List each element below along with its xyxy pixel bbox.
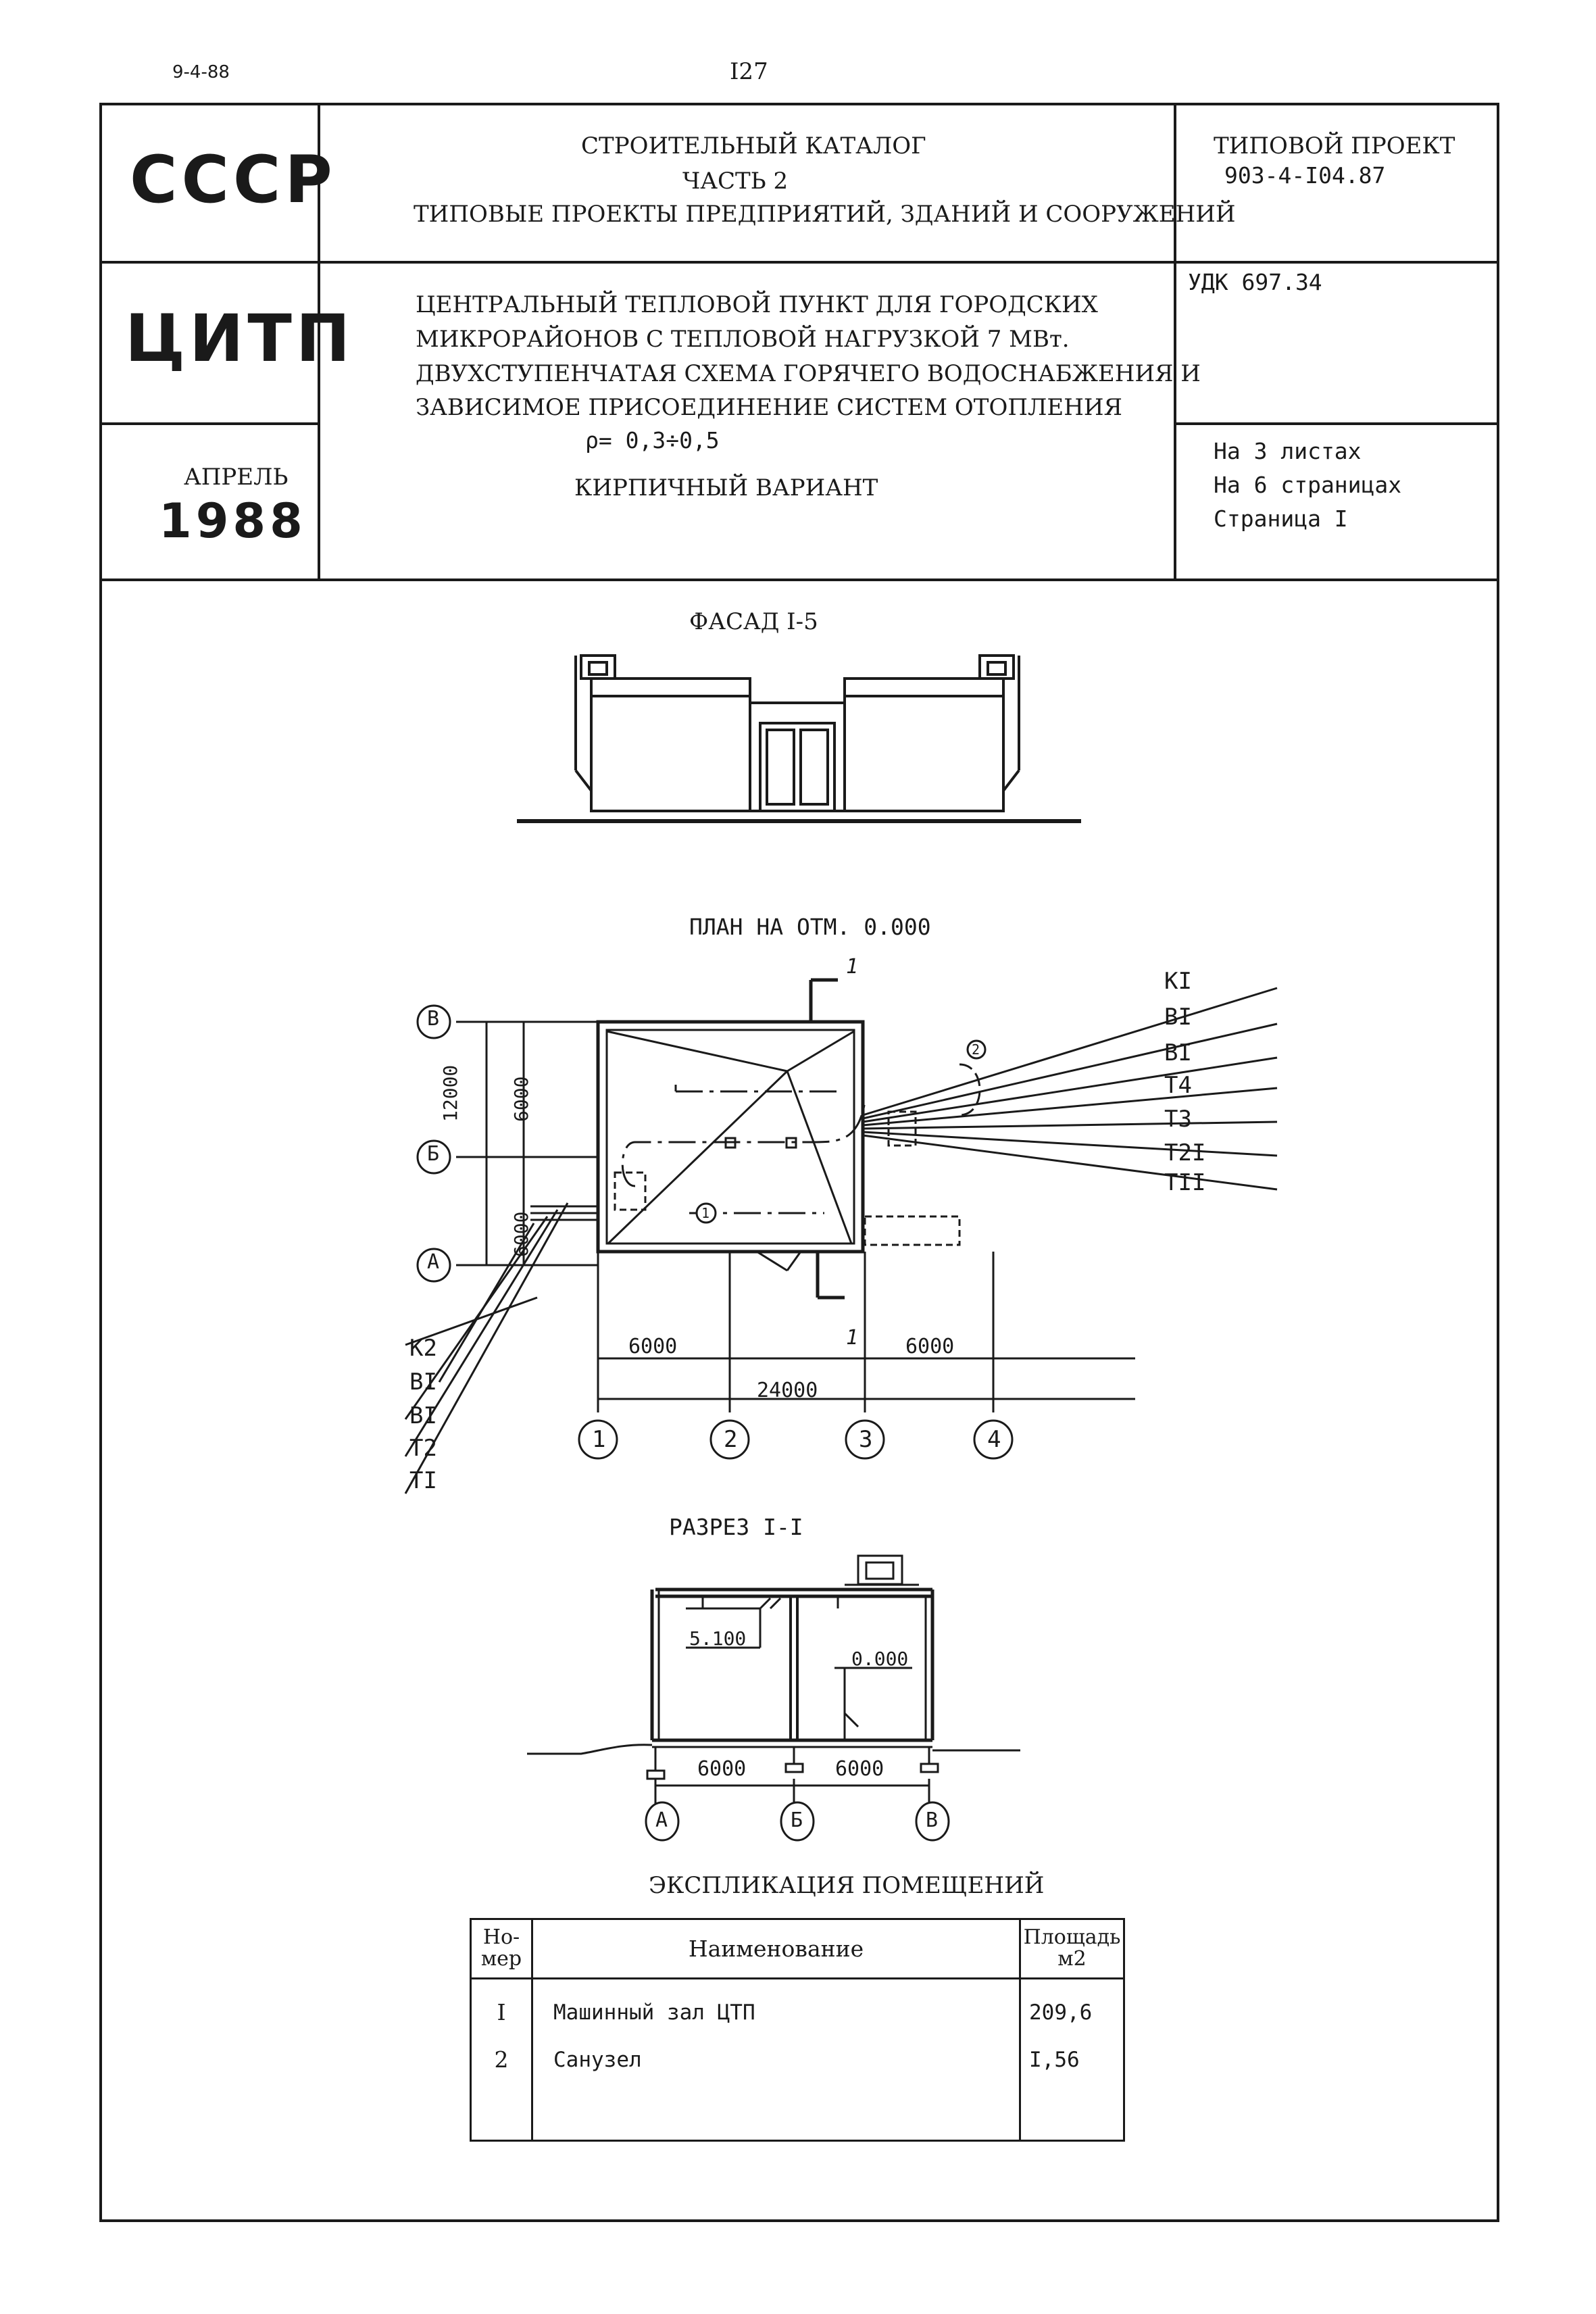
room-label-2: 2	[972, 1041, 980, 1058]
org-label: ЦИТП	[125, 301, 355, 376]
axis-row-v: В	[427, 1007, 440, 1031]
col-name-header: Наименование	[531, 1918, 1021, 1979]
axis-col-1: 1	[592, 1426, 606, 1453]
level-zero: 0.000	[851, 1648, 909, 1670]
axis-col-3: 3	[859, 1426, 873, 1453]
pages-label: На 6 страницах	[1214, 472, 1402, 498]
row-1-area: 209,6	[1029, 2000, 1093, 2025]
catalog-line-3: ТИПОВЫЕ ПРОЕКТЫ ПРЕДПРИЯТИЙ, ЗДАНИЙ И СО…	[414, 201, 1236, 228]
section-title: РАЗРЕЗ I-I	[669, 1514, 803, 1540]
dim-total-height: 12000	[439, 1064, 462, 1122]
table-header-row: Но- мер Наименование Площадь м2	[470, 1918, 1125, 1979]
pipe-right-t11: TII	[1164, 1169, 1206, 1196]
header-bottom-divider	[99, 578, 1499, 581]
header-row-divider-1	[99, 261, 1499, 264]
row-2-name: Санузел	[553, 2048, 642, 2072]
pipe-left-t1: TI	[409, 1467, 437, 1494]
title-line-2: МИКРОРАЙОНОВ С ТЕПЛОВОЙ НАГРУЗКОЙ 7 МВт.	[416, 326, 1070, 353]
plan-drawing	[404, 978, 1278, 1494]
section-mark-top: 1	[846, 955, 859, 979]
section-axis-a: А	[655, 1808, 668, 1832]
section-drawing	[527, 1554, 1020, 1842]
pipe-right-k1: KI	[1164, 968, 1192, 995]
section-dim-right: 6000	[835, 1757, 884, 1781]
header-divider-right	[1174, 103, 1176, 581]
num-cell: I 2	[470, 1977, 533, 2142]
section-axis-v: В	[926, 1808, 939, 1832]
sheets-label: На 3 листах	[1214, 438, 1362, 464]
pipe-right-t4: T4	[1164, 1072, 1192, 1099]
axis-col-2: 2	[724, 1426, 738, 1453]
dim-right: 6000	[905, 1335, 955, 1358]
header-row-divider-2a	[99, 422, 319, 425]
section-mark-bottom: 1	[846, 1326, 859, 1350]
row-1-name: Машинный зал ЦТП	[553, 2000, 755, 2025]
dim-left: 6000	[628, 1335, 678, 1358]
pipe-right-t21: T2I	[1164, 1139, 1206, 1166]
project-label: ТИПОВОЙ ПРОЕКТ	[1214, 132, 1455, 159]
name-cell: Машинный зал ЦТП Санузел	[531, 1977, 1021, 2142]
pipe-left-k2: K2	[409, 1335, 437, 1362]
axis-row-a: А	[427, 1250, 440, 1274]
project-number: 903-4-I04.87	[1224, 162, 1386, 189]
pipe-left-b1b: BI	[409, 1402, 437, 1429]
date-code: 9-4-88	[172, 62, 230, 82]
explication-title: ЭКСПЛИКАЦИЯ ПОМЕЩЕНИЙ	[649, 1872, 1045, 1899]
row-1-num: I	[497, 1999, 506, 2025]
explication-table: Но- мер Наименование Площадь м2 I 2 Маши…	[470, 1918, 1125, 2142]
dim-lower: 6000	[510, 1211, 532, 1257]
room-label-1: 1	[701, 1205, 710, 1221]
pipe-right-b1b: BI	[1164, 1039, 1192, 1066]
dim-upper: 6000	[510, 1076, 532, 1122]
page-frame	[99, 103, 1499, 2222]
facade-title: ФАСАД I-5	[689, 608, 818, 635]
section-axis-b: Б	[791, 1808, 803, 1832]
rho-line: ρ= 0,3÷0,5	[585, 427, 720, 453]
axis-col-4: 4	[987, 1426, 1001, 1453]
table-row: I 2 Машинный зал ЦТП Санузел 209,6 I,56	[470, 1977, 1125, 2142]
header-divider-left	[318, 103, 320, 581]
pipe-left-b1a: BI	[409, 1369, 437, 1396]
variant-label: КИРПИЧНЫЙ ВАРИАНТ	[574, 474, 878, 501]
catalog-line-1: СТРОИТЕЛЬНЫЙ КАТАЛОГ	[581, 132, 926, 159]
row-2-num: 2	[494, 2046, 509, 2073]
level-high: 5.100	[689, 1627, 747, 1650]
area-cell: 209,6 I,56	[1019, 1977, 1125, 2142]
row-2-area: I,56	[1029, 2048, 1080, 2072]
title-line-1: ЦЕНТРАЛЬНЫЙ ТЕПЛОВОЙ ПУНКТ ДЛЯ ГОРОДСКИХ	[416, 291, 1098, 318]
udk-label: УДК 697.34	[1188, 269, 1322, 295]
facade-drawing	[517, 654, 1081, 823]
plan-title: ПЛАН НА ОТМ. 0.000	[689, 914, 931, 940]
month-label: АПРЕЛЬ	[184, 464, 289, 491]
section-dim-left: 6000	[697, 1757, 747, 1781]
country-label: СССР	[130, 142, 336, 218]
title-line-3: ДВУХСТУПЕНЧАТАЯ СХЕМА ГОРЯЧЕГО ВОДОСНАБЖ…	[416, 360, 1201, 387]
page-number: I27	[730, 58, 768, 85]
axis-row-b: Б	[427, 1142, 440, 1166]
page-label: Страница I	[1214, 506, 1348, 532]
year-label: 1988	[159, 493, 307, 549]
pipe-right-b1a: BI	[1164, 1004, 1192, 1031]
col-area-header: Площадь м2	[1019, 1918, 1125, 1979]
dim-total: 24000	[757, 1379, 818, 1402]
catalog-line-2: ЧАСТЬ 2	[682, 168, 789, 195]
col-num-header: Но- мер	[470, 1918, 533, 1979]
pipe-left-t2: T2	[409, 1435, 437, 1462]
title-line-4: ЗАВИСИМОЕ ПРИСОЕДИНЕНИЕ СИСТЕМ ОТОПЛЕНИЯ	[416, 394, 1122, 421]
header-row-divider-2b	[1174, 422, 1499, 425]
pipe-right-t3: T3	[1164, 1106, 1192, 1133]
